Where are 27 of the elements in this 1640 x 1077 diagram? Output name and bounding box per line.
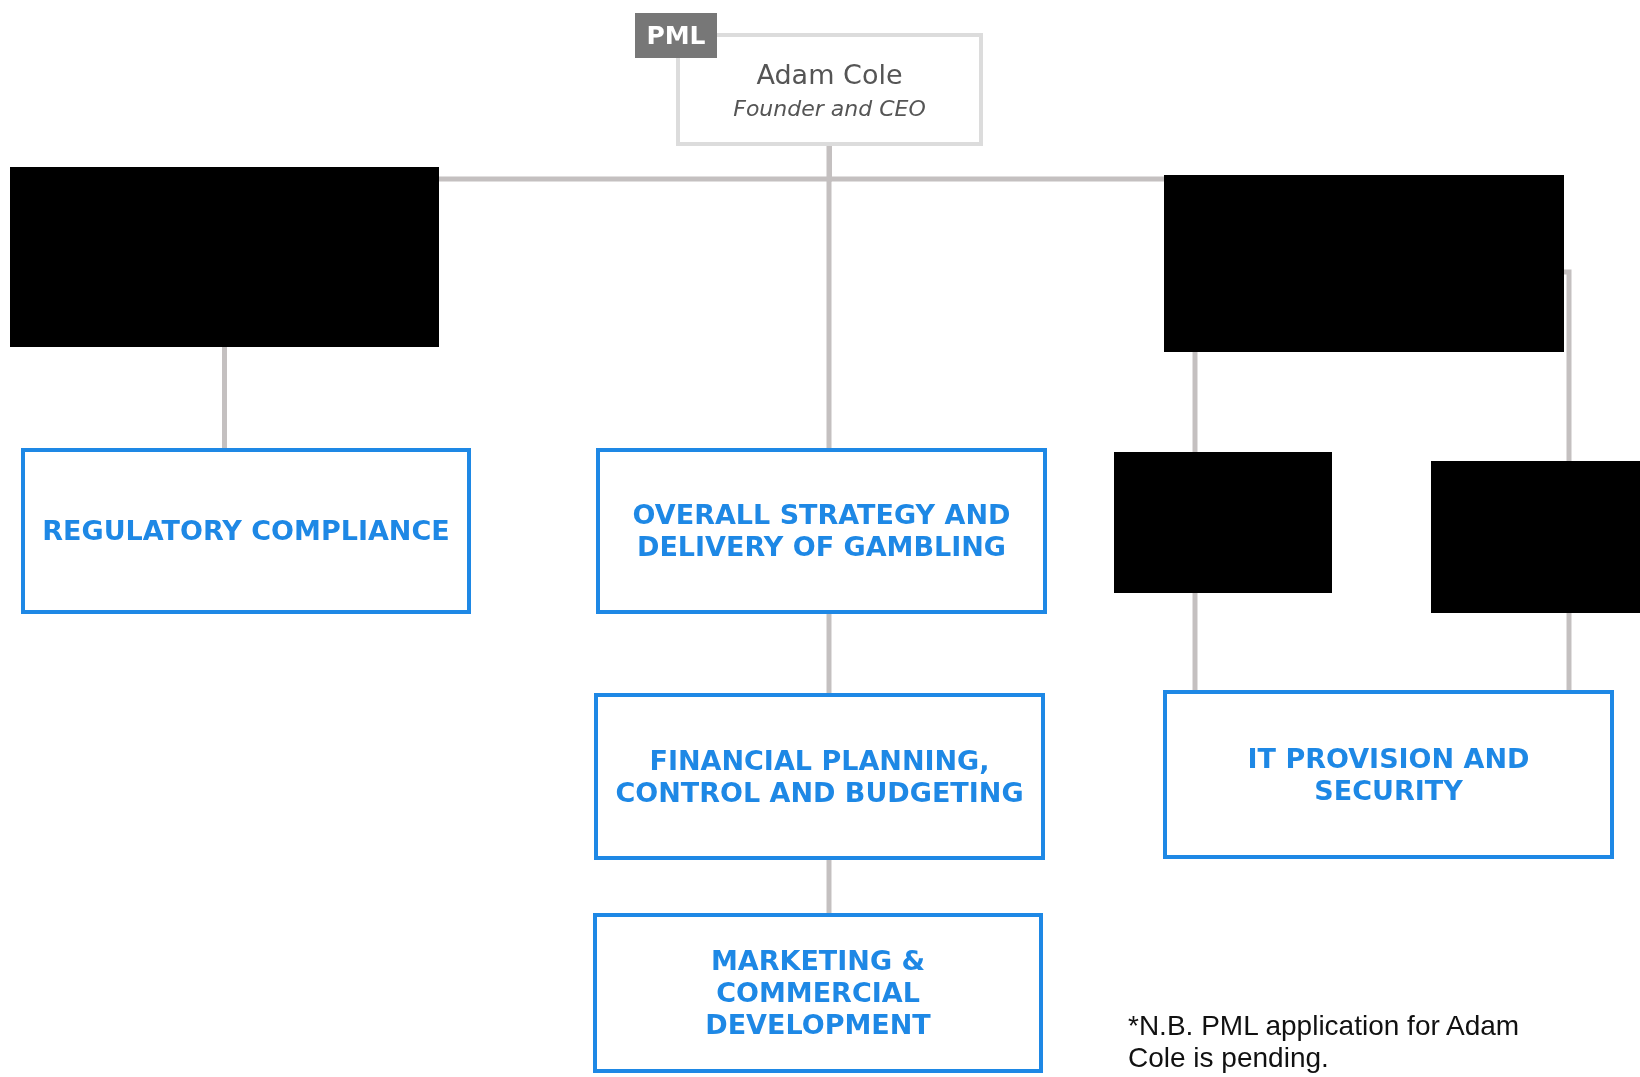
department-box [593, 913, 1043, 1073]
department-box [1163, 690, 1614, 859]
connector-line [826, 860, 832, 913]
redacted-box [1431, 461, 1640, 613]
department-box [594, 693, 1045, 860]
tag-label [635, 13, 717, 58]
department-title: FINANCIAL PLANNING, CONTROL AND BUDGETING [614, 744, 1025, 809]
department-box [21, 448, 471, 614]
connector-line [826, 614, 832, 693]
connector-line [1566, 613, 1572, 690]
redacted-box [1164, 175, 1564, 352]
person-name: Adam Cole [756, 58, 903, 90]
connector-line [1564, 269, 1572, 461]
department-title: IT PROVISION AND SECURITY [1246, 742, 1531, 807]
department-box [596, 448, 1047, 614]
redacted-box [1114, 452, 1332, 593]
person-role: Founder and CEO [733, 95, 926, 121]
connector-line [222, 347, 227, 448]
connector-line [1192, 352, 1198, 452]
department-title: OVERALL STRATEGY AND DELIVERY OF GAMBLING [631, 499, 1012, 563]
footnote: *N.B. PML application for Adam Cole is pending. [1128, 1010, 1521, 1074]
connector-line [1192, 593, 1198, 690]
department-title: REGULATORY COMPLIANCE [42, 515, 450, 547]
department-title: MARKETING & COMMERCIAL DEVELOPMENT [704, 945, 932, 1041]
connector-line [826, 146, 832, 448]
redacted-box [10, 167, 439, 347]
tag-text: PML [646, 21, 706, 50]
